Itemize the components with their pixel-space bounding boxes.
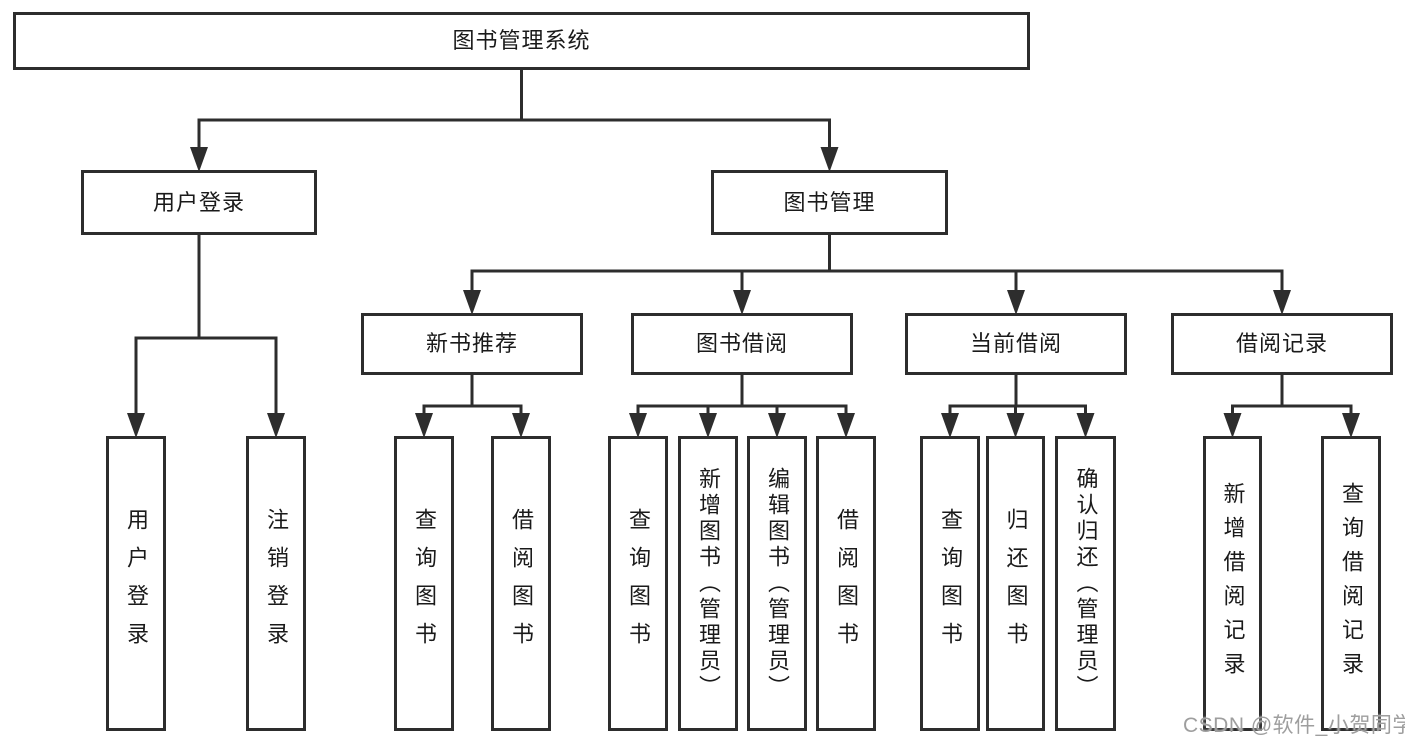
node-label: 新书推荐	[425, 331, 518, 356]
leaf-query-borrow-record: 查询借阅记录	[1321, 436, 1381, 731]
node-book-management: 图书管理	[711, 170, 948, 235]
leaf-query-books-1: 查询图书	[394, 436, 454, 731]
leaf-confirm-return-admin: 确认归还（管理员）	[1055, 436, 1116, 731]
leaf-user-login: 用户登录	[106, 436, 166, 731]
node-user-login: 用户登录	[81, 170, 317, 235]
leaf-query-books-3: 查询图书	[920, 436, 980, 731]
node-label: 查询图书	[412, 507, 437, 660]
node-label: 查询借阅记录	[1339, 481, 1364, 686]
node-label: 借阅记录	[1235, 331, 1328, 356]
node-label: 借阅图书	[834, 507, 859, 660]
csdn-watermark: CSDN @软件_小贺同学	[1183, 714, 1405, 737]
node-book-borrow: 图书借阅	[631, 313, 853, 375]
node-label: 图书借阅	[695, 331, 788, 356]
node-label: 归还图书	[1003, 507, 1029, 660]
leaf-edit-book-admin: 编辑图书（管理员）	[747, 436, 807, 731]
leaf-borrow-books-1: 借阅图书	[491, 436, 551, 731]
leaf-logout: 注销登录	[246, 436, 306, 731]
node-label: 注销登录	[264, 507, 289, 660]
node-label: 用户登录	[152, 189, 245, 215]
leaf-return-book: 归还图书	[986, 436, 1045, 731]
leaf-add-borrow-record: 新增借阅记录	[1203, 436, 1262, 731]
node-label: 借阅图书	[509, 507, 534, 660]
node-label: 当前借阅	[969, 331, 1062, 356]
node-label: 查询图书	[626, 507, 651, 660]
node-label: 新增图书（管理员）	[696, 466, 721, 701]
node-label: 用户登录	[124, 507, 149, 660]
node-root: 图书管理系统	[13, 12, 1030, 70]
node-label: 查询图书	[938, 507, 963, 660]
node-borrow-records: 借阅记录	[1171, 313, 1393, 375]
node-label: 新增借阅记录	[1220, 481, 1246, 686]
node-current-borrow: 当前借阅	[905, 313, 1127, 375]
node-new-book-recommend: 新书推荐	[361, 313, 583, 375]
leaf-query-books-2: 查询图书	[608, 436, 668, 731]
node-label: 编辑图书（管理员）	[765, 466, 790, 701]
node-label: 图书管理系统	[452, 28, 591, 53]
node-label: 确认归还（管理员）	[1073, 466, 1099, 701]
leaf-borrow-books-2: 借阅图书	[816, 436, 876, 731]
node-label: 图书管理	[783, 189, 876, 215]
leaf-add-book-admin: 新增图书（管理员）	[678, 436, 738, 731]
